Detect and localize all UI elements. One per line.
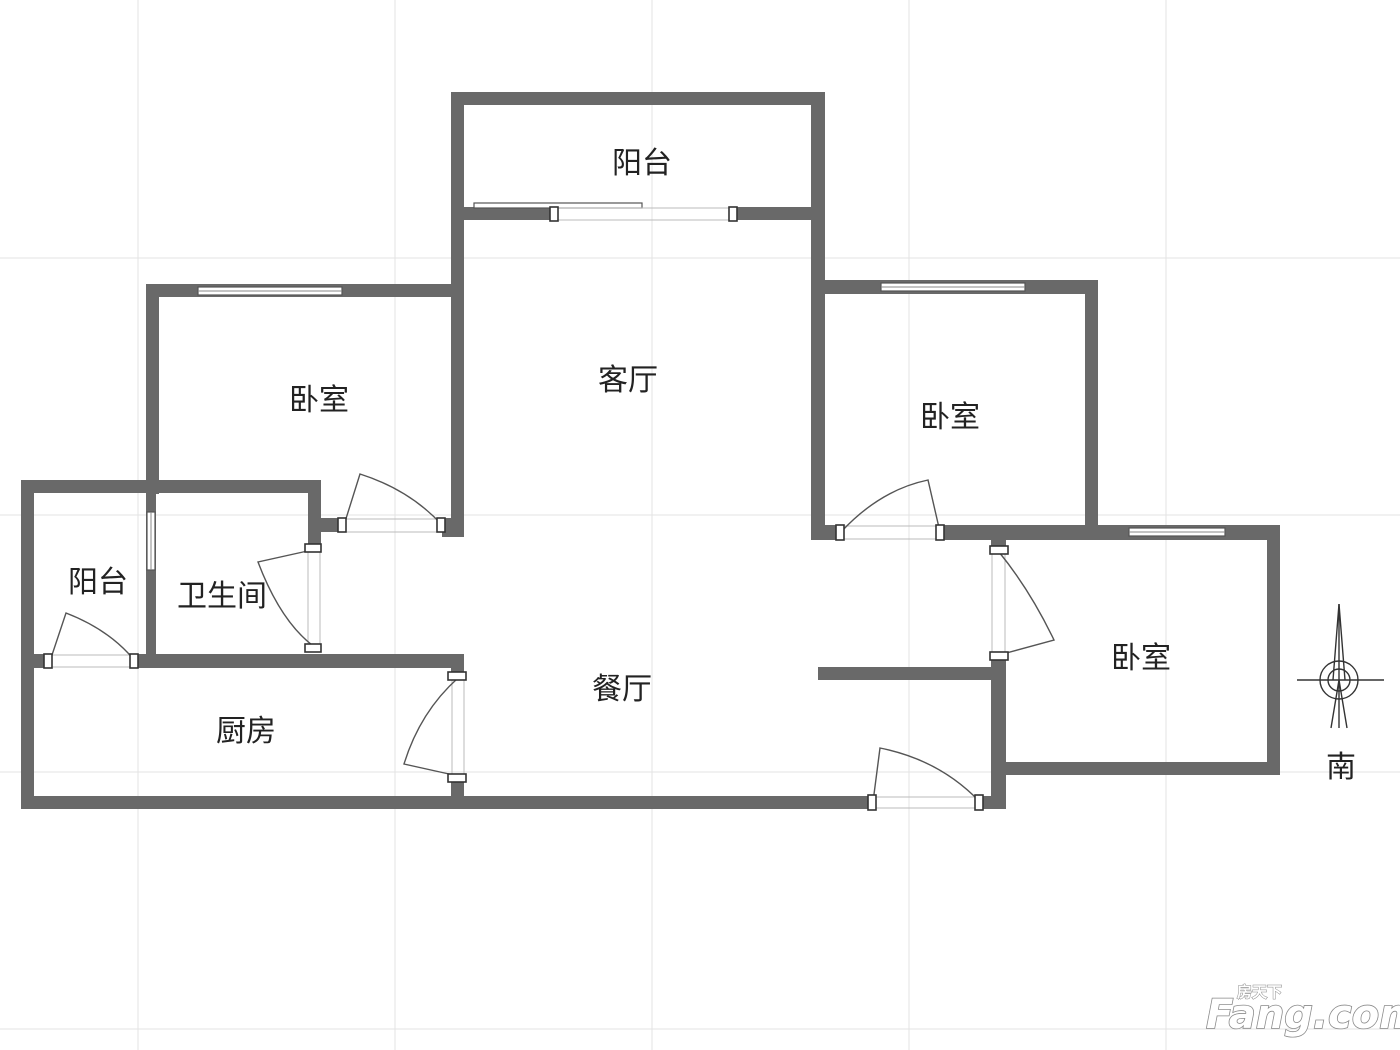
room-label-balcony-top: 阳台 (612, 146, 672, 181)
door-right-bedroom-lower (989, 545, 1055, 661)
door-entrance (867, 747, 984, 811)
room-label-bedroom-right-upper: 卧室 (920, 400, 980, 435)
watermark-small-text: 房天下 (1237, 983, 1282, 1001)
windows (146, 202, 1226, 571)
watermark-brand-text: Fang.com (1206, 992, 1400, 1038)
door-left-balcony (43, 612, 139, 669)
room-label-kitchen: 厨房 (216, 714, 276, 749)
door-right-bedroom-upper (835, 479, 945, 541)
room-label-bathroom: 卫生间 (177, 579, 267, 614)
room-label-bedroom-left: 卧室 (289, 383, 349, 418)
room-label-living-room: 客厅 (598, 363, 658, 398)
room-label-dining-room: 餐厅 (592, 672, 652, 707)
doors (43, 473, 1055, 811)
door-kitchen (403, 671, 467, 783)
compass-direction-label: 南 (1326, 750, 1356, 785)
room-label-balcony-left: 阳台 (68, 565, 128, 600)
door-bathroom (257, 543, 322, 653)
watermark-logo: 房天下 Fang.com (1205, 983, 1400, 1039)
door-left-bedroom (337, 473, 446, 533)
room-label-bedroom-right-lower: 卧室 (1111, 641, 1171, 676)
compass-icon: 南 (1297, 603, 1384, 785)
room-labels: 阳台 客厅 卧室 卧室 卧室 阳台 卫生间 餐厅 厨房 (68, 146, 1171, 749)
